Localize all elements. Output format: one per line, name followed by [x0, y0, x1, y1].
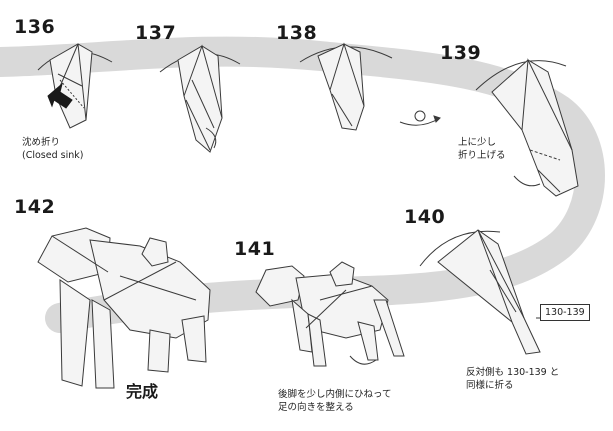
sink-arrow-icon: [47, 82, 73, 109]
step-136-caption-line1: 沈め折り: [22, 137, 61, 148]
step-142-figure: [37, 227, 211, 389]
step-136-caption: 沈め折り (Closed sink): [22, 136, 83, 162]
step-141-caption-line2: 足の向きを整える: [278, 402, 354, 413]
step-140-figure: [419, 229, 541, 355]
step-139-caption-line2: 折り上げる: [458, 150, 506, 161]
step-number-141: 141: [234, 238, 276, 260]
step-136-figure: [37, 43, 113, 129]
step-139-caption-line1: 上に少し: [458, 137, 497, 148]
step-141-figure: [255, 261, 405, 367]
step-number-136: 136: [14, 16, 56, 38]
step-136-caption-line2: (Closed sink): [22, 150, 84, 161]
fold-arrow-icon: [205, 127, 217, 149]
step-139-figure: [475, 58, 579, 197]
step-140-caption-line2: 同様に折る: [466, 380, 514, 391]
step-141-caption: 後脚を少し内側にひねって 足の向きを整える: [278, 388, 392, 414]
fold-up-arrow-icon: [513, 175, 541, 187]
step-140-caption: 反対側も 130-139 と 同様に折る: [466, 366, 559, 392]
step-140-caption-line1: 反対側も 130-139 と: [466, 367, 560, 378]
step-142-final-caption: 完成: [126, 382, 159, 401]
step-number-139: 139: [440, 42, 482, 64]
rotate-icon: [399, 110, 441, 126]
step-number-138: 138: [276, 22, 318, 44]
step-number-142: 142: [14, 196, 56, 218]
step-139-caption: 上に少し 折り上げる: [458, 136, 506, 162]
step-138-figure: [299, 42, 393, 131]
reference-steps-box: 130-139: [540, 304, 590, 321]
step-number-140: 140: [404, 206, 446, 228]
step-137-figure: [159, 44, 241, 153]
twist-arrow-icon: [349, 355, 377, 365]
step-number-137: 137: [135, 22, 177, 44]
step-141-caption-line1: 後脚を少し内側にひねって: [278, 389, 392, 400]
